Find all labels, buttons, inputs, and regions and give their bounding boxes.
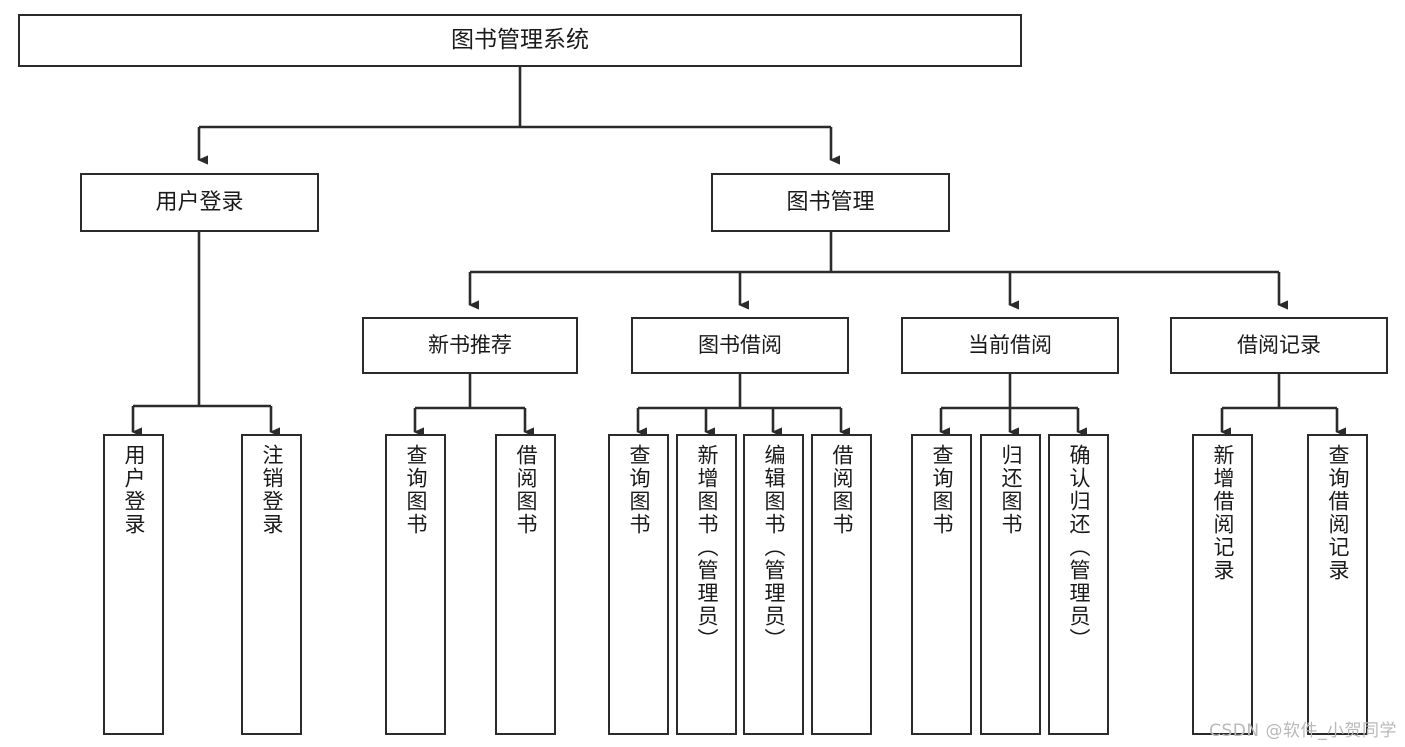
node-book-management[interactable]: 图书管理 (711, 173, 950, 232)
node-user-login[interactable]: 用户登录 (80, 173, 319, 232)
node-label: 编辑图书（管理员） (762, 444, 787, 651)
node-label: 图书借阅 (698, 333, 782, 358)
leaf-current-confirm-return-admin[interactable]: 确认归还（管理员） (1048, 434, 1109, 735)
leaf-recommend-query-book[interactable]: 查询图书 (385, 434, 446, 735)
node-label: 查询图书 (930, 444, 955, 536)
node-label: 图书管理系统 (451, 27, 589, 54)
node-label: 用户登录 (155, 189, 244, 215)
node-label: 确认归还（管理员） (1067, 444, 1092, 651)
csdn-watermark: CSDN @软件_小贺同学 (1209, 721, 1397, 741)
leaf-borrow-edit-book-admin[interactable]: 编辑图书（管理员） (743, 434, 804, 735)
node-label: 借阅图书 (830, 444, 855, 536)
node-label: 用户登录 (122, 444, 147, 536)
leaf-record-add-record[interactable]: 新增借阅记录 (1192, 434, 1253, 735)
leaf-borrow-query-book[interactable]: 查询图书 (608, 434, 669, 735)
node-new-book-recommend[interactable]: 新书推荐 (362, 317, 578, 374)
node-borrow-record[interactable]: 借阅记录 (1170, 317, 1388, 374)
leaf-record-query-record[interactable]: 查询借阅记录 (1307, 434, 1368, 735)
node-label: 当前借阅 (968, 333, 1052, 358)
node-label: 新增借阅记录 (1211, 444, 1236, 582)
leaf-current-query-book[interactable]: 查询图书 (911, 434, 972, 735)
node-label: 查询图书 (627, 444, 652, 536)
node-label: 借阅图书 (514, 444, 539, 536)
node-label: 查询借阅记录 (1326, 444, 1351, 582)
node-root-system[interactable]: 图书管理系统 (18, 14, 1022, 67)
leaf-user-login-logout[interactable]: 注销登录 (241, 434, 302, 735)
node-label: 图书管理 (786, 189, 875, 215)
leaf-recommend-borrow-book[interactable]: 借阅图书 (495, 434, 556, 735)
node-label: 借阅记录 (1237, 333, 1321, 358)
node-label: 归还图书 (999, 444, 1024, 536)
node-current-borrow[interactable]: 当前借阅 (901, 317, 1119, 374)
leaf-borrow-borrow-book[interactable]: 借阅图书 (811, 434, 872, 735)
node-label: 注销登录 (260, 444, 285, 536)
node-label: 新书推荐 (428, 333, 512, 358)
node-book-borrow[interactable]: 图书借阅 (631, 317, 849, 374)
node-label: 查询图书 (404, 444, 429, 536)
leaf-user-login-login[interactable]: 用户登录 (103, 434, 164, 735)
node-label: 新增图书（管理员） (695, 444, 720, 651)
leaf-current-return-book[interactable]: 归还图书 (980, 434, 1041, 735)
leaf-borrow-add-book-admin[interactable]: 新增图书（管理员） (676, 434, 737, 735)
